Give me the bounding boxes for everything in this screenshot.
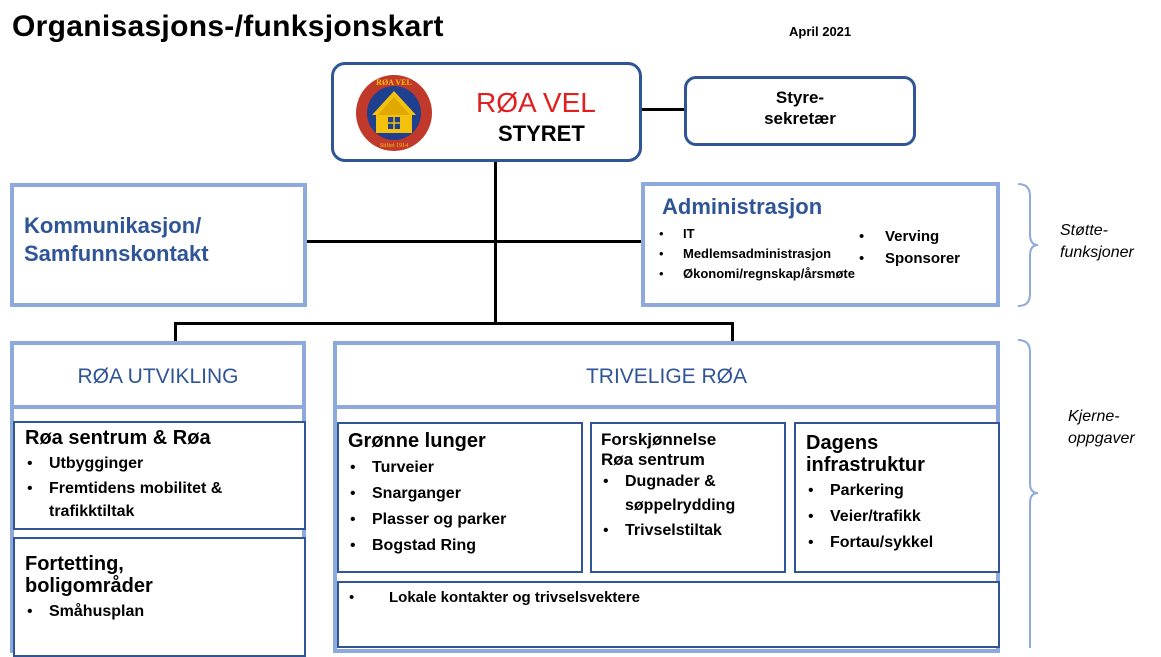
- admin-item-verving: •Verving: [859, 228, 940, 245]
- infrastruktur-title-line1: Dagens: [806, 432, 879, 454]
- admin-item-medlem: •Medlemsadministrasjon: [659, 246, 832, 261]
- svg-text:RØA VEL: RØA VEL: [376, 78, 412, 87]
- communication-line1: Kommunikasjon/: [24, 213, 202, 238]
- forskjonnelse-item: Trivselstiltak: [601, 518, 784, 544]
- admin-item-it: •IT: [659, 226, 695, 241]
- secretary-line2: sekretær: [764, 109, 836, 128]
- connector-core-horizontal: [174, 322, 734, 325]
- gronne-item: Turveier: [348, 455, 581, 481]
- trivelige-roa-header: TRIVELIGE RØA: [333, 341, 1000, 409]
- gronne-item: Snarganger: [348, 481, 581, 507]
- lokale-box: •Lokale kontakter og trivselsvektere: [337, 581, 1000, 648]
- roa-utvikling-header: RØA UTVIKLING: [10, 341, 306, 409]
- fortetting-item: Småhusplan: [25, 599, 304, 625]
- sentrum-box: Røa sentrum & Røa Utbygginger Fremtidens…: [13, 421, 306, 530]
- infrastruktur-item: Fortau/sykkel: [806, 530, 998, 556]
- administration-title: Administrasjon: [662, 194, 823, 219]
- core-label: Kjerne- oppgaver: [1068, 408, 1135, 447]
- board-subtitle: STYRET: [498, 121, 585, 146]
- secretary-line1: Styre-: [775, 88, 825, 107]
- forskjonnelse-item: Dugnader & søppelrydding: [601, 470, 765, 518]
- gronne-title: Grønne lunger: [348, 430, 486, 452]
- support-brace: [1017, 183, 1039, 307]
- svg-text:Stiftet 1914: Stiftet 1914: [380, 142, 408, 149]
- lokale-item: •Lokale kontakter og trivselsvektere: [349, 589, 640, 606]
- fortetting-title-line1: Fortetting,: [25, 553, 124, 575]
- core-brace: [1017, 339, 1039, 648]
- gronne-item: Plasser og parker: [348, 507, 581, 533]
- connector-utvikling-drop: [174, 322, 177, 342]
- support-label: Støtte- funksjoner: [1060, 222, 1134, 261]
- infrastruktur-item: Parkering: [806, 478, 998, 504]
- infrastruktur-title-line2: infrastruktur: [806, 454, 925, 476]
- date-label: April 2021: [789, 24, 852, 39]
- infrastruktur-item: Veier/trafikk: [806, 504, 998, 530]
- connector-trivelige-drop: [731, 322, 734, 342]
- page-title: Organisasjons-/funksjonskart: [12, 10, 444, 43]
- board-box: RØA VEL Stiftet 1914 RØA VEL STYRET: [331, 62, 642, 162]
- trivelige-roa-title: TRIVELIGE RØA: [585, 365, 748, 388]
- fortetting-box: Fortetting, boligområder Småhusplan: [13, 537, 306, 657]
- forskjonnelse-box: Forskjønnelse Røa sentrum Dugnader & søp…: [590, 422, 786, 573]
- gronne-box: Grønne lunger Turveier Snarganger Plasse…: [337, 422, 583, 573]
- roa-vel-logo: RØA VEL Stiftet 1914: [356, 75, 432, 151]
- communication-line2: Samfunnskontakt: [24, 241, 209, 266]
- sentrum-title: Røa sentrum & Røa: [25, 427, 211, 449]
- sentrum-item: Fremtidens mobilitet & trafikktiltak: [25, 477, 289, 523]
- admin-item-okonomi: •Økonomi/regnskap/årsmøte: [659, 266, 855, 281]
- forskjonnelse-title-line2: Røa sentrum: [601, 450, 705, 469]
- connector-board-secretary: [640, 108, 686, 111]
- communication-box: Kommunikasjon/ Samfunnskontakt: [10, 183, 307, 307]
- connector-support-horizontal: [307, 240, 643, 243]
- secretary-box: Styre- sekretær: [684, 76, 916, 146]
- fortetting-title-line2: boligområder: [25, 575, 153, 597]
- administration-box: Administrasjon •IT •Medlemsadministrasjo…: [641, 182, 1000, 307]
- board-name: RØA VEL: [476, 87, 596, 118]
- sentrum-item: Utbygginger: [25, 451, 304, 477]
- forskjonnelse-title-line1: Forskjønnelse: [601, 430, 717, 449]
- admin-item-sponsorer: •Sponsorer: [859, 250, 961, 267]
- infrastruktur-box: Dagens infrastruktur Parkering Veier/tra…: [794, 422, 1000, 573]
- roa-utvikling-title: RØA UTVIKLING: [77, 365, 239, 388]
- gronne-item: Bogstad Ring: [348, 533, 581, 559]
